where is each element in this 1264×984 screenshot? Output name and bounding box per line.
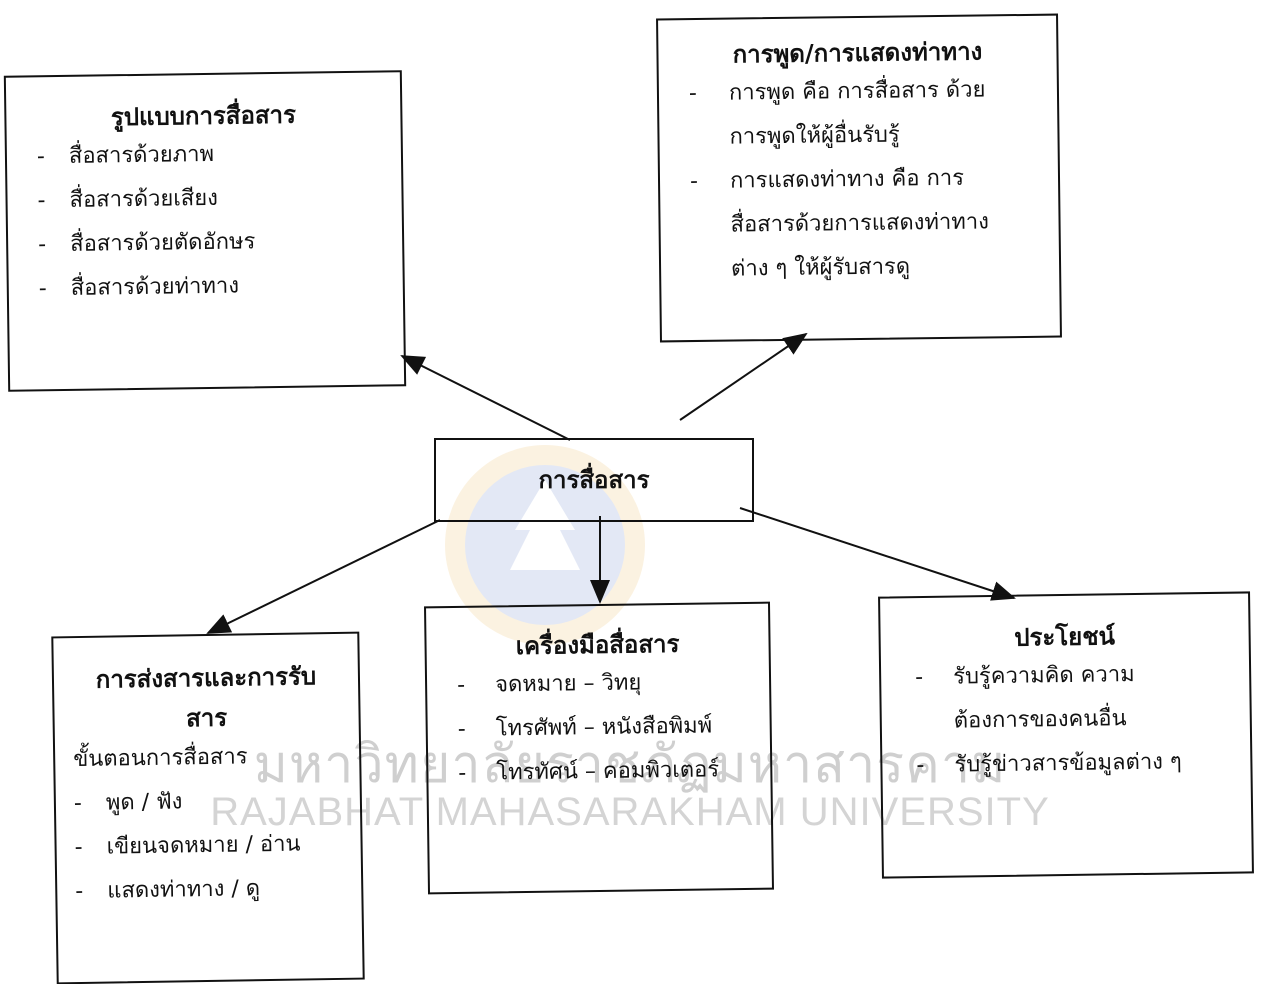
list-item: - รับรู้ความคิด ความ ต้องการของคนอื่น (915, 662, 1135, 734)
center-title: การสื่อสาร (538, 466, 650, 494)
center-box: การสื่อสาร (434, 438, 754, 522)
list-item: -สื่อสารด้วยเสียง (37, 185, 219, 214)
list-item: -โทรทัศน์ – คอมพิวเตอร์ (458, 757, 720, 786)
list-item: - รับรู้ข่าวสารข้อมูลต่าง ๆ (916, 749, 1182, 779)
arrow-to-speech-gesture (679, 332, 808, 421)
list-item: - การแสดงท่าทาง คือ การ สื่อสารด้วยการแส… (689, 165, 990, 282)
speech-gesture-box: การพูด/การแสดงท่าทาง - การพูด คือ การสื่… (656, 13, 1062, 343)
list-item: -แสดงท่าทาง / ดู (75, 876, 261, 905)
list-item: -พูด / ฟัง (73, 789, 183, 817)
list-item: -สื่อสารด้วยภาพ (36, 141, 215, 170)
arrow-to-forms (400, 355, 571, 441)
arrow-to-send-receive (206, 519, 441, 634)
forms-box: รูปแบบการสื่อสาร -สื่อสารด้วยภาพ -สื่อสา… (3, 70, 407, 392)
list-item: -จดหมาย – วิทยุ (456, 670, 642, 698)
tools-title: เครื่องมือสื่อสาร (515, 629, 680, 661)
watermark-text-english: RAJABHAT MAHASARAKHAM UNIVERSITY (210, 790, 1050, 834)
list-item: -เขียนจดหมาย / อ่าน (74, 831, 301, 861)
list-item: -สื่อสารด้วยตัดอักษร (38, 229, 256, 258)
benefits-box: ประโยชน์ - รับรู้ความคิด ความ ต้องการของ… (878, 591, 1254, 879)
send-receive-title-line-1: การส่งสารและการรับ (95, 662, 317, 694)
list-item: - การพูด คือ การสื่อสาร ด้วย การพูดให้ผู… (688, 77, 986, 150)
list-item: -โทรศัพท์ – หนังสือพิมพ์ (457, 713, 713, 742)
benefits-title: ประโยชน์ (1014, 622, 1116, 652)
speech-gesture-title: การพูด/การแสดงท่าทาง (732, 37, 983, 69)
watermark-text-thai: มหาวิทยาลัยราชภัฏมหาสารคาม (253, 735, 1007, 795)
arrow-to-benefits (739, 507, 1016, 601)
send-receive-box: การส่งสารและการรับ สาร ขั้นตอนการสื่อสาร… (51, 631, 365, 984)
forms-title: รูปแบบการสื่อสาร (110, 100, 297, 132)
send-receive-subtitle: ขั้นตอนการสื่อสาร (73, 744, 248, 773)
tools-box: เครื่องมือสื่อสาร -จดหมาย – วิทยุ -โทรศั… (424, 601, 774, 895)
send-receive-title-line-2: สาร (185, 703, 228, 733)
list-item: -สื่อสารด้วยท่าทาง (38, 273, 240, 302)
